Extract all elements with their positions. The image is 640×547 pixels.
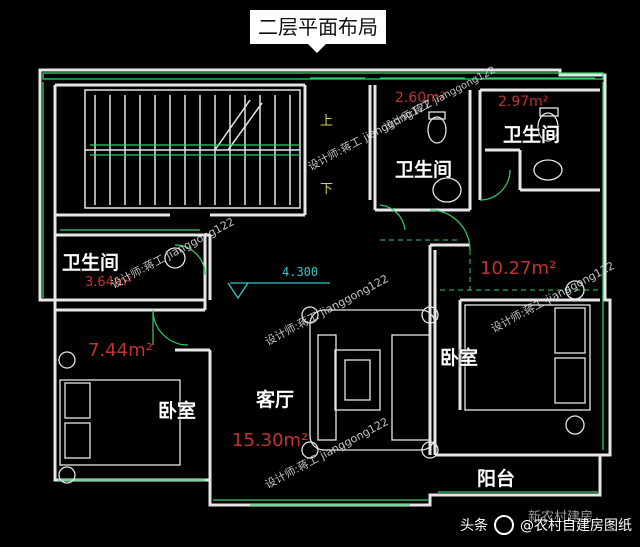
- balcony-label: 阳台: [477, 468, 516, 490]
- bathroom-center-label: 卫生间: [395, 159, 453, 181]
- level-marker: [227, 282, 330, 300]
- living-room-label: 客厅: [256, 389, 295, 411]
- bathroom-left-label: 卫生间: [62, 252, 120, 274]
- source-account: @农村自建房图纸: [520, 518, 632, 534]
- plan-title: 二层平面布局: [250, 10, 386, 53]
- bedroom-left-area: 7.44m²: [88, 340, 153, 361]
- bathroom-left-area: 3.64m²: [85, 275, 132, 290]
- source-credit: 头条 @农村自建房图纸: [460, 513, 632, 537]
- stair-down-label: 下: [320, 182, 334, 197]
- dashed-lines: [380, 239, 600, 291]
- source-overlay-text: 新农村建房: [528, 510, 594, 525]
- bathroom-center-area: 2.60m²: [395, 90, 446, 106]
- green-lines: [42, 72, 604, 506]
- bedroom-left-label: 卧室: [158, 400, 197, 422]
- source-logo-icon: [494, 515, 514, 535]
- stair: [84, 89, 301, 209]
- bathroom-top-right-label: 卫生间: [503, 124, 561, 146]
- living-room-area: 15.30m²: [232, 430, 309, 451]
- source-prefix: 头条: [460, 518, 488, 534]
- floor-level-mark: 4.300: [282, 265, 319, 279]
- door-swings: [152, 169, 511, 346]
- bedroom-right-label: 卧室: [440, 347, 479, 369]
- stair-up-label: 上: [320, 114, 334, 129]
- bedroom-right-area: 10.27m²: [480, 258, 557, 279]
- fixtures: [58, 107, 591, 484]
- bathroom-top-right-area: 2.97m²: [498, 94, 549, 110]
